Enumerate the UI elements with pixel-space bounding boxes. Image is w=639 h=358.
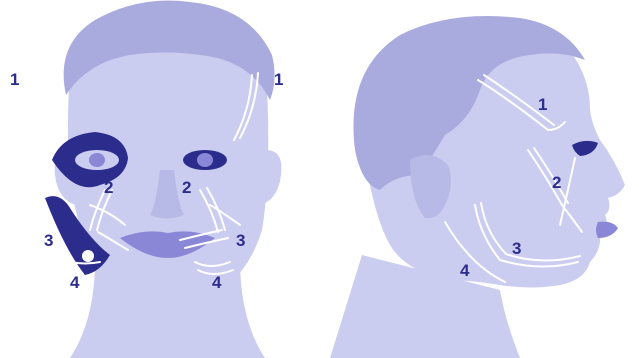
front-eye-right-iris [89, 153, 105, 167]
front-eye-left-iris [197, 153, 213, 167]
front-label-right-1: 1 [10, 70, 19, 89]
front-label-right-2: 2 [104, 178, 113, 197]
front-view-head [40, 0, 281, 358]
profile-view-head [330, 16, 625, 358]
front-label-left-2: 2 [182, 178, 191, 197]
profile-label-3: 3 [512, 239, 521, 258]
profile-label-4: 4 [460, 261, 470, 280]
front-label-right-3: 3 [44, 231, 53, 250]
profile-label-1: 1 [538, 95, 547, 114]
front-label-left-1: 1 [274, 70, 283, 89]
front-label-left-4: 4 [212, 273, 222, 292]
front-jaw-patch-spot [82, 250, 94, 262]
profile-label-2: 2 [552, 173, 561, 192]
profile-lips [596, 222, 618, 238]
front-label-left-3: 3 [236, 231, 245, 250]
front-label-right-4: 4 [70, 273, 80, 292]
